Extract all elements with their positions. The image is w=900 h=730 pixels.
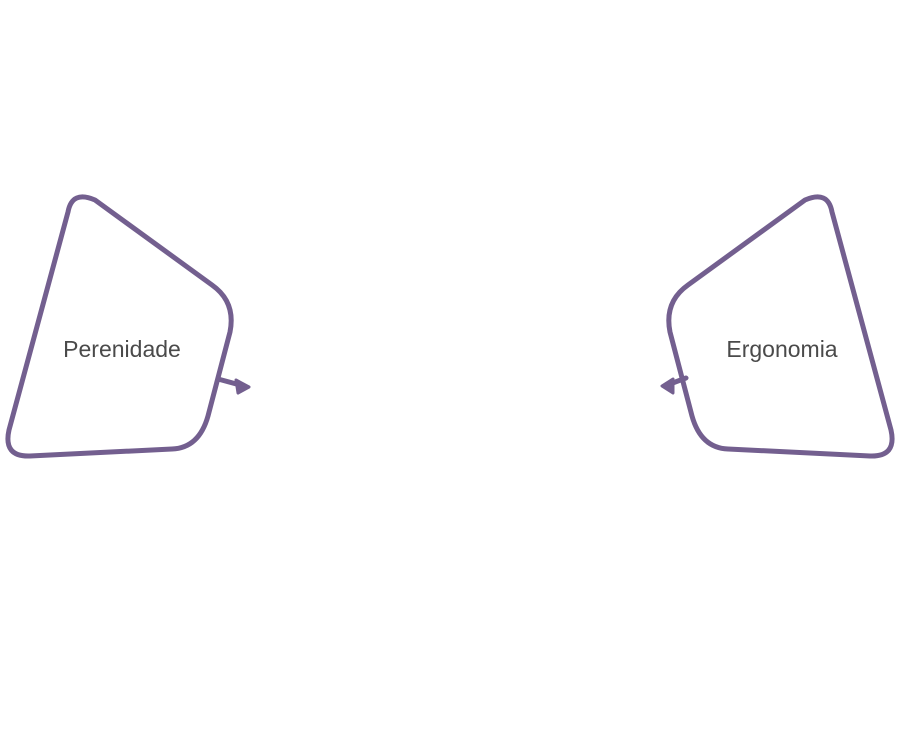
arrow-head-left: [660, 377, 675, 395]
node-perenidade-shape: [5, 194, 234, 459]
node-ergonomia-label: Ergonomia: [726, 336, 837, 362]
node-ergonomia-shape: [666, 194, 895, 459]
node-perenidade[interactable]: Perenidade: [5, 194, 251, 459]
node-ergonomia[interactable]: Ergonomia: [660, 194, 895, 459]
arrow-head-right: [234, 378, 251, 395]
node-perenidade-label: Perenidade: [63, 336, 181, 362]
